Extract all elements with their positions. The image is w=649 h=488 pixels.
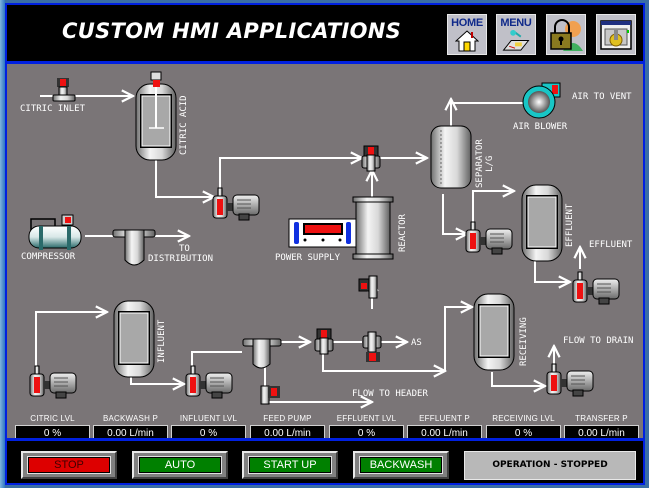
header-bar: CUSTOM HMI APPLICATIONS HOME MENU: [7, 5, 643, 61]
home-icon: [455, 30, 479, 52]
settings-window-icon: [600, 19, 632, 50]
label-distribution: DISTRIBUTION: [148, 254, 214, 264]
readout-label: INFLUENT LVL: [179, 414, 238, 423]
separator-vessel[interactable]: [430, 125, 472, 189]
as-valve[interactable]: [362, 331, 382, 362]
window-border: [0, 0, 5, 488]
readout-backwash-p: BACKWASH P 0.00 L/min: [93, 414, 168, 438]
process-graphics: [28, 71, 620, 414]
effluent-tank[interactable]: [521, 184, 563, 262]
label-air-to-vent: AIR TO VENT: [572, 92, 632, 102]
label-flow-to-header: FLOW TO HEADER: [352, 389, 428, 399]
citric-pump[interactable]: [212, 187, 260, 221]
readout-value: 0 %: [486, 425, 561, 438]
effluent-pump[interactable]: [572, 271, 620, 305]
backwash-button-label: BACKWASH: [359, 456, 443, 474]
readout-label: RECEIVING LVL: [492, 414, 555, 423]
readout-label: EFFLUENT P: [419, 414, 470, 423]
label-compressor: COMPRESSOR: [21, 252, 76, 262]
start-up-button[interactable]: START UP: [242, 451, 338, 479]
readout-label: EFFLUENT LVL: [336, 414, 397, 423]
label-power-supply: POWER SUPPLY: [275, 253, 341, 263]
filter[interactable]: [112, 229, 156, 266]
citric-acid-tank[interactable]: [135, 71, 177, 161]
home-button[interactable]: HOME: [447, 14, 487, 55]
readout-value: 0.00 L/min: [93, 425, 168, 438]
start-up-button-label: START UP: [248, 456, 332, 474]
settings-window-button[interactable]: [596, 14, 636, 55]
readout-value: 0 %: [329, 425, 404, 438]
readout-feed-pump: FEED PUMP 0.00 L/min: [250, 414, 325, 438]
readout-value: 0 %: [15, 425, 90, 438]
menu-button[interactable]: MENU: [496, 14, 536, 55]
compressor[interactable]: [28, 214, 82, 250]
label-influent: INFLUENT: [157, 319, 167, 363]
power-supply[interactable]: [288, 218, 358, 248]
readout-value: 0.00 L/min: [407, 425, 482, 438]
readout-receiving-lvl: RECEIVING LVL 0 %: [486, 414, 561, 438]
transfer-pump[interactable]: [546, 363, 594, 397]
label-effluent-out: EFFLUENT: [589, 240, 633, 250]
feed-pump[interactable]: [185, 365, 233, 399]
readout-citric-lvl: CITRIC LVL 0 %: [15, 414, 90, 438]
process-diagram: CITRIC INLET CITRIC ACID COMPRESSOR TO D…: [7, 61, 643, 441]
citric-inlet-valve[interactable]: [52, 78, 76, 102]
page-title: CUSTOM HMI APPLICATIONS: [62, 19, 402, 43]
readout-label: CITRIC LVL: [30, 414, 75, 423]
reactor-vessel[interactable]: [352, 196, 394, 260]
readout-effluent-lvl: EFFLUENT LVL 0 %: [329, 414, 404, 438]
reactor-outlet-valve[interactable]: [361, 145, 381, 172]
label-citric-inlet: CITRIC INLET: [20, 104, 86, 114]
separator-pump[interactable]: [465, 221, 513, 255]
readout-value: 0.00 L/min: [564, 425, 639, 438]
backwash-button[interactable]: BACKWASH: [353, 451, 449, 479]
label-receiving: RECEIVING: [519, 317, 529, 366]
label-flow-to-drain: FLOW TO DRAIN: [563, 336, 634, 346]
air-blower[interactable]: [522, 82, 561, 119]
readout-transfer-p: TRANSFER P 0.00 L/min: [564, 414, 639, 438]
user-lock-button[interactable]: [546, 14, 586, 55]
auto-button[interactable]: AUTO: [132, 451, 228, 479]
readout-value: 0 %: [171, 425, 246, 438]
label-citric-acid: CITRIC ACID: [179, 95, 189, 155]
readout-label: TRANSFER P: [575, 414, 628, 423]
readout-effluent-p: EFFLUENT P 0.00 L/min: [407, 414, 482, 438]
receiving-tank[interactable]: [473, 293, 515, 371]
menu-button-label: MENU: [500, 17, 532, 29]
label-to: TO: [179, 244, 190, 254]
menu-icon: [502, 29, 530, 51]
user-lock-icon: [550, 18, 583, 51]
readout-influent-lvl: INFLUENT LVL 0 %: [171, 414, 246, 438]
strainer-drain-valve[interactable]: [260, 385, 280, 405]
stop-button-label: STOP: [27, 456, 111, 474]
control-bar: STOP AUTO START UP BACKWASH OPERATION - …: [7, 444, 643, 483]
readout-label: BACKWASH P: [102, 414, 159, 423]
auto-button-label: AUTO: [138, 456, 222, 474]
strainer[interactable]: [242, 338, 282, 369]
influent-tank[interactable]: [113, 300, 155, 378]
label-separator-sub: L/G: [485, 155, 495, 172]
home-button-label: HOME: [451, 17, 483, 29]
label-as: AS: [411, 338, 422, 348]
operation-status: OPERATION - STOPPED: [464, 451, 636, 480]
label-effluent-tank: EFFLUENT: [565, 203, 575, 247]
hmi-screen: CUSTOM HMI APPLICATIONS HOME MENU: [5, 3, 645, 485]
backwash-pump[interactable]: [29, 365, 77, 399]
label-air-blower: AIR BLOWER: [513, 122, 568, 132]
readout-label: FEED PUMP: [263, 414, 312, 423]
label-reactor: REACTOR: [398, 214, 408, 252]
influent-valve[interactable]: [314, 328, 334, 355]
readout-value: 0.00 L/min: [250, 425, 325, 438]
label-separator: SEPARATOR: [475, 139, 485, 188]
readout-panel: CITRIC LVL 0 % BACKWASH P 0.00 L/min INF…: [15, 414, 639, 438]
reactor-inlet-valve[interactable]: [358, 275, 378, 299]
stop-button[interactable]: STOP: [21, 451, 117, 479]
